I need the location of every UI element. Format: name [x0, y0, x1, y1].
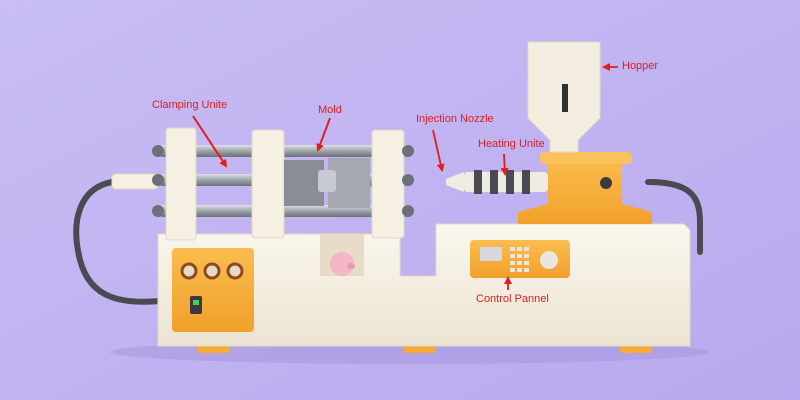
power-cable-left [73, 179, 173, 305]
label-hopper: Hopper [622, 60, 659, 72]
mold-cavity [318, 170, 336, 192]
arrow-clamping-unit [192, 115, 228, 168]
housing-top [540, 152, 632, 164]
power-cable-right [645, 179, 703, 255]
heater-band [506, 170, 514, 194]
mold-half-left [284, 160, 324, 206]
cable-plug [111, 173, 159, 190]
hopper-window [562, 84, 568, 112]
arrow-heating-unit [500, 153, 509, 176]
rod-cap [152, 174, 164, 186]
clamp-control-box [172, 248, 254, 332]
arrow-injection-nozzle [432, 129, 445, 172]
control-display [480, 247, 502, 261]
nozzle-tip [446, 172, 464, 192]
label-mold: Mold [318, 104, 342, 116]
gauge-knob [226, 262, 244, 280]
piggy-snout [347, 263, 355, 269]
injection-housing [518, 158, 652, 224]
keypad [510, 247, 529, 272]
rod-cap [152, 205, 164, 217]
power-switch-light [193, 300, 199, 305]
gauge-knob [180, 262, 198, 280]
moving-platen [251, 129, 285, 239]
arrow-mold [316, 117, 331, 152]
gauge-knob [203, 262, 221, 280]
label-control-panel: Control Pannel [476, 293, 549, 305]
dpad [540, 251, 558, 269]
rod-cap [152, 145, 164, 157]
rod-cap [402, 205, 414, 217]
label-clamping-unit: Clamping Unite [152, 99, 228, 111]
piggy-figure [330, 252, 354, 276]
rod-cap [402, 145, 414, 157]
heater-band [474, 170, 482, 194]
fixed-platen [371, 129, 405, 239]
heater-band [490, 170, 498, 194]
rear-platen [165, 127, 197, 241]
label-heating-unit: Heating Unite [478, 138, 545, 150]
label-injection-nozzle: Injection Nozzle [416, 113, 494, 125]
rod-cap [402, 174, 414, 186]
heater-band [522, 170, 530, 194]
heater-connector [600, 177, 612, 189]
